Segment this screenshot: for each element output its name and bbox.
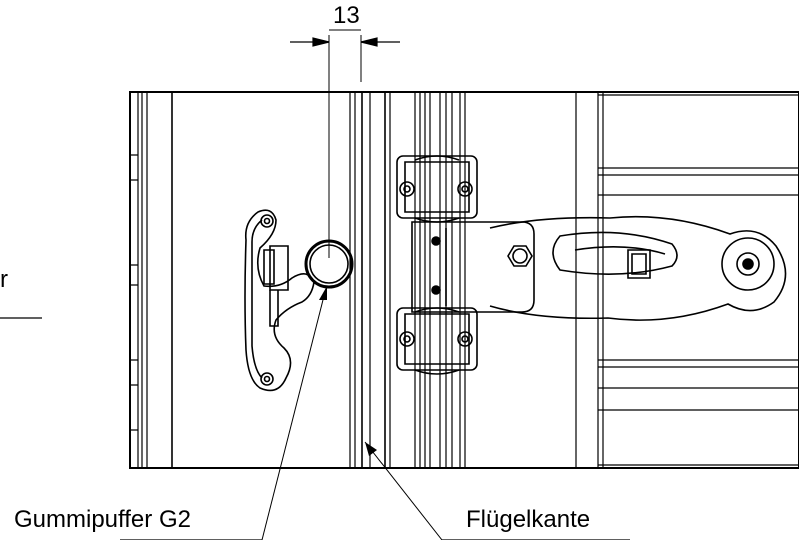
- dimension-13: [290, 30, 400, 258]
- sash-frame: [130, 92, 799, 468]
- rubber-buffer-label: Gummipuffer G2: [14, 506, 191, 533]
- rubber-buffer-latch: [245, 210, 352, 390]
- cut-off-label: r: [0, 266, 8, 293]
- leader-lines: [0, 286, 630, 540]
- dimension-label: 13: [333, 2, 360, 29]
- sash-edge-label: Flügelkante: [466, 506, 591, 533]
- hinge-arm: [397, 156, 786, 374]
